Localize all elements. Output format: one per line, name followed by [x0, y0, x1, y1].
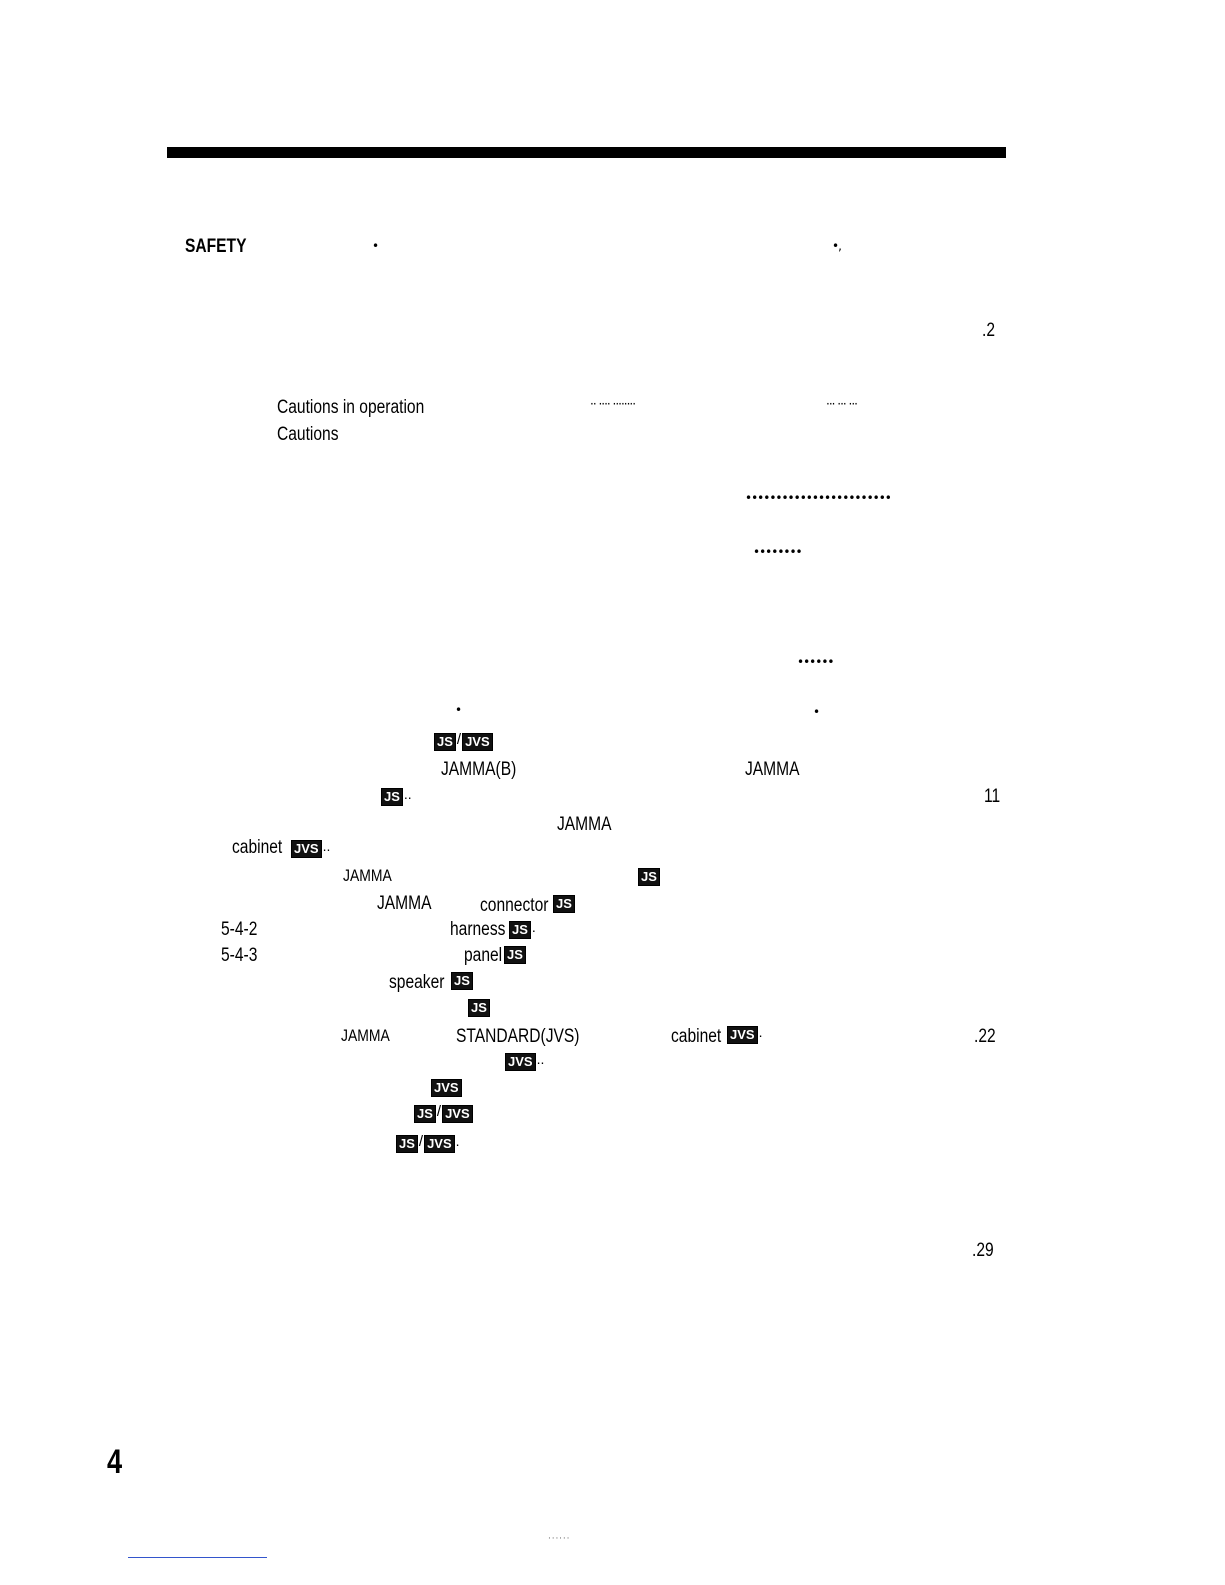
- dots-suffix: ..: [536, 1051, 545, 1067]
- toc-cabinet-row: cabinet: [232, 838, 293, 858]
- dot-suffix: .: [758, 1024, 763, 1040]
- slash: /: [418, 1133, 424, 1150]
- js-badge: JS: [434, 733, 456, 751]
- toc-cabinet: cabinet: [232, 837, 283, 858]
- toc-safety: SAFETY: [185, 236, 247, 257]
- bottom-link-underline: [128, 1557, 267, 1558]
- js-badge: JS: [451, 972, 473, 990]
- jvs-badge: JVS: [424, 1135, 455, 1153]
- jvs-badge: JVS: [462, 733, 493, 751]
- toc-js-jvs-row: JS/JVS: [433, 731, 494, 751]
- toc-js-row: JS: [552, 893, 576, 913]
- toc-standard-jvs: STANDARD(JVS): [456, 1026, 580, 1047]
- toc-jamma: JAMMA: [557, 814, 612, 835]
- jvs-badge: JVS: [291, 840, 322, 858]
- toc-js-row: JS..: [380, 786, 412, 806]
- toc-js-row: JS: [637, 866, 661, 886]
- toc-panel: panel: [464, 945, 503, 966]
- toc-jamma: JAMMA: [745, 759, 800, 780]
- toc-jvs-row: JVS..: [290, 838, 330, 858]
- dots-suffix: ..: [403, 786, 412, 802]
- jvs-badge: JVS: [727, 1026, 758, 1044]
- js-badge: JS: [396, 1135, 418, 1153]
- jvs-badge: JVS: [505, 1053, 536, 1071]
- toc-cautions: Cautions: [277, 424, 339, 445]
- leader-dots: ••••••••••••••••••••••••: [745, 491, 892, 505]
- toc-page-2: .2: [982, 320, 996, 341]
- toc-jvs-row: JVS..: [504, 1051, 544, 1071]
- js-badge: JS: [381, 788, 403, 806]
- leader-dot: •: [372, 239, 379, 253]
- toc-harness: harness: [450, 919, 506, 940]
- js-badge: JS: [509, 921, 531, 939]
- toc-js-row: JS.: [508, 919, 536, 939]
- js-badge: JS: [414, 1105, 436, 1123]
- dots-suffix: ..: [322, 838, 331, 854]
- toc-sec-5-4-2: 5-4-2: [221, 919, 258, 940]
- toc-js-row: JS: [450, 970, 474, 990]
- toc-js-jvs-row: JS/JVS.: [395, 1133, 460, 1153]
- leader-dots: ·· ···· ········: [590, 397, 636, 411]
- js-badge: JS: [504, 946, 526, 964]
- dot-suffix: .: [455, 1133, 460, 1149]
- js-badge: JS: [638, 868, 660, 886]
- toc-sec-5-4-3: 5-4-3: [221, 945, 258, 966]
- slash: /: [456, 731, 462, 748]
- leader-dot: •: [455, 703, 462, 717]
- js-badge: JS: [468, 999, 490, 1017]
- toc-js-row: JS: [503, 944, 527, 964]
- toc-jamma-b: JAMMA(B): [441, 759, 517, 780]
- toc-speaker: speaker: [389, 972, 445, 993]
- leader-dots: ··· ··· ···: [826, 397, 858, 411]
- toc-js-jvs-row: JS/JVS: [413, 1103, 474, 1123]
- top-rule: [167, 147, 1006, 158]
- leader-dots: ••••••••: [753, 545, 803, 559]
- slash: /: [436, 1103, 442, 1120]
- leader-dots: ••••••: [797, 655, 834, 669]
- jvs-badge: JVS: [431, 1079, 462, 1097]
- jvs-badge: JVS: [442, 1105, 473, 1123]
- toc-connector: connector: [480, 895, 549, 916]
- toc-jamma: JAMMA: [377, 893, 432, 914]
- toc-page-29: .29: [972, 1240, 994, 1261]
- dot-suffix: .: [531, 919, 536, 935]
- toc-jamma: JAMMA: [341, 1026, 390, 1045]
- toc-js-row: JS: [467, 997, 491, 1017]
- scan-artifact: · · · · · ·: [548, 1534, 570, 1544]
- toc-page-11: 11: [984, 786, 1001, 807]
- page-number: 4: [107, 1443, 123, 1481]
- toc-jamma: JAMMA: [343, 866, 392, 885]
- toc-jvs-row: JVS: [430, 1077, 463, 1097]
- js-badge: JS: [553, 895, 575, 913]
- leader-dot: •,: [832, 239, 842, 253]
- toc-jvs-row: JVS.: [726, 1024, 762, 1044]
- toc-cautions-in-operation: Cautions in operation: [277, 397, 425, 418]
- toc-cabinet: cabinet: [671, 1026, 722, 1047]
- toc-page-22: .22: [974, 1026, 996, 1047]
- leader-dot: •: [813, 705, 820, 719]
